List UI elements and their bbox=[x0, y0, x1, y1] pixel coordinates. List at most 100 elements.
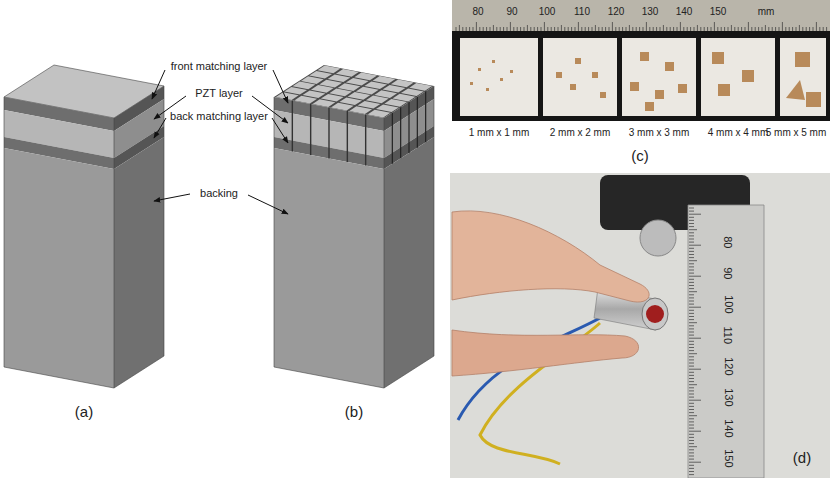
ruler-tick bbox=[772, 27, 773, 31]
caliper-tick bbox=[689, 211, 694, 212]
caliper-tick bbox=[689, 452, 694, 453]
panel-label: (a) bbox=[75, 403, 93, 420]
caliper-tick bbox=[689, 421, 694, 422]
ruler-tick bbox=[711, 27, 712, 31]
pzt-pieces-photo bbox=[718, 84, 730, 96]
ruler-tick bbox=[537, 27, 538, 31]
ruler-tick bbox=[666, 27, 667, 31]
array-transducer bbox=[384, 137, 434, 388]
ruler-number: 130 bbox=[642, 6, 659, 18]
transducer-photo bbox=[640, 220, 676, 256]
caliper-tick bbox=[689, 341, 694, 342]
pzt-pieces-photo bbox=[486, 88, 489, 91]
caliper-number: 130 bbox=[722, 388, 735, 406]
caliper-tick bbox=[689, 273, 694, 274]
ruler-tick bbox=[564, 27, 565, 31]
kerf-cut bbox=[310, 104, 311, 155]
ruler-tick bbox=[721, 27, 722, 31]
caliper-tick bbox=[689, 325, 694, 326]
pzt-pieces-photo bbox=[742, 70, 754, 82]
ruler-tick bbox=[483, 27, 484, 31]
caliper-number: 100 bbox=[722, 295, 735, 313]
caliper-tick bbox=[689, 251, 694, 252]
caliper-tick bbox=[689, 474, 694, 475]
ruler-tick bbox=[588, 27, 589, 31]
caliper-tick bbox=[689, 263, 694, 264]
ruler-number: 110 bbox=[574, 6, 590, 18]
caliper-tick bbox=[689, 332, 694, 333]
ruler-tick bbox=[704, 27, 705, 31]
caliper-tick bbox=[689, 468, 694, 469]
caliper-tick bbox=[689, 400, 701, 401]
caliper-number: 150 bbox=[722, 449, 735, 467]
caliper-tick bbox=[689, 375, 694, 376]
caliper-tick bbox=[689, 322, 697, 323]
ruler-tick bbox=[615, 27, 616, 31]
solid-transducer bbox=[4, 86, 164, 388]
caliper-tick bbox=[689, 313, 694, 314]
panel-label: (b) bbox=[345, 403, 363, 420]
ruler-tick bbox=[513, 27, 514, 31]
ruler-number: 150 bbox=[710, 6, 727, 18]
ruler-tick bbox=[819, 27, 820, 31]
caliper-tick bbox=[689, 378, 694, 379]
ruler-tick bbox=[799, 25, 800, 31]
ruler-tick bbox=[639, 27, 640, 31]
pzt-pieces-photo bbox=[456, 22, 827, 31]
caliper-tick bbox=[689, 344, 694, 345]
ruler-tick bbox=[490, 27, 491, 31]
ruler-tick bbox=[687, 27, 688, 31]
pzt-pieces-photo bbox=[701, 38, 775, 116]
caliper-tick bbox=[689, 440, 694, 441]
ruler-tick bbox=[561, 25, 562, 31]
caliper-tick bbox=[689, 381, 694, 382]
pzt-pieces-photo bbox=[795, 52, 810, 67]
transducer-photo bbox=[642, 298, 668, 330]
caliper-tick bbox=[689, 232, 694, 233]
caliper-tick bbox=[689, 226, 694, 227]
part-label: backing bbox=[200, 187, 238, 200]
ruler-tick bbox=[826, 27, 827, 31]
ruler-tick bbox=[636, 27, 637, 31]
caliper-tick bbox=[689, 319, 694, 320]
ruler-tick bbox=[530, 27, 531, 31]
pzt-pieces-photo bbox=[470, 82, 473, 85]
ruler-tick bbox=[809, 27, 810, 31]
caliper-tick bbox=[689, 459, 694, 460]
caliper-tick bbox=[689, 418, 694, 419]
ruler-tick bbox=[782, 22, 783, 31]
pzt-pieces-photo bbox=[575, 58, 581, 64]
ruler-tick bbox=[578, 22, 579, 31]
caliper-tick bbox=[689, 270, 694, 271]
ruler-tick bbox=[605, 27, 606, 31]
ruler-tick bbox=[785, 27, 786, 31]
caliper-tick bbox=[689, 363, 694, 364]
caliper-tick bbox=[689, 316, 694, 317]
size-caption: 3 mm x 3 mm bbox=[629, 127, 690, 139]
leader-arrow bbox=[272, 118, 288, 143]
solid-transducer bbox=[114, 118, 115, 388]
ruler-tick bbox=[598, 27, 599, 31]
ruler-number: 140 bbox=[676, 6, 693, 18]
caliper-tick bbox=[689, 434, 694, 435]
ruler-number: 90 bbox=[506, 6, 517, 18]
ruler-tick bbox=[507, 27, 508, 31]
ruler-tick bbox=[568, 27, 569, 31]
array-transducer bbox=[384, 118, 385, 388]
ruler-tick bbox=[755, 27, 756, 31]
pzt-pieces-photo bbox=[712, 52, 724, 64]
ruler-tick bbox=[510, 22, 511, 31]
caliper-tick bbox=[689, 282, 694, 283]
pzt-pieces-photo bbox=[492, 60, 495, 63]
pzt-pieces-photo bbox=[460, 38, 538, 116]
ruler-tick bbox=[775, 27, 776, 31]
caliper-tick bbox=[689, 214, 701, 215]
pzt-pieces-photo bbox=[655, 90, 664, 99]
caliper-tick bbox=[689, 403, 694, 404]
kerf-cut bbox=[408, 102, 409, 153]
caliper-tick bbox=[689, 294, 694, 295]
ruler-tick bbox=[806, 27, 807, 31]
caliper-tick bbox=[689, 297, 694, 298]
caliper-tick bbox=[689, 220, 694, 221]
